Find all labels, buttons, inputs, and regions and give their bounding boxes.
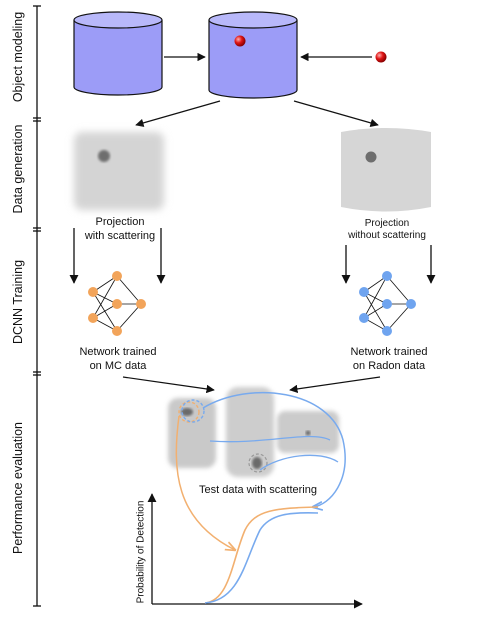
mc-network-label-line2: on MC data: [89, 360, 147, 372]
phantom-with-lesion-cylinder: [208, 11, 298, 99]
radon-network-label-line1: Network trained: [350, 346, 428, 358]
radon-flow-link: [209, 435, 331, 443]
detection-plot: [147, 493, 363, 609]
test-data-label: Test data with scattering: [198, 484, 317, 496]
radon-network-label-line2: on Radon data: [352, 360, 426, 372]
stage-label-dcnn-training: DCNN Training: [11, 259, 25, 345]
radon-result-flow: [202, 391, 346, 507]
radon-projection-label: Projection without scattering: [328, 218, 446, 242]
to-mc-arrow: [135, 100, 221, 127]
radon-flow-link: [259, 454, 339, 471]
stage-label-object-modeling: Object modeling: [11, 11, 25, 103]
lesion-sphere: [234, 35, 246, 47]
radon-network-label: Network trained on Radon data: [326, 345, 452, 373]
mc-neural-network: [88, 271, 146, 336]
radon-projection-label-line1: Projection: [364, 218, 410, 229]
radon-projection-image: [341, 128, 431, 212]
stage-label-data-generation: Data generation: [11, 124, 25, 214]
mc-projection-label: Projection with scattering: [60, 215, 180, 243]
radon-projection-label-line2: without scattering: [348, 230, 426, 241]
test-data-images: [168, 387, 339, 477]
radon-neural-network: [359, 271, 416, 336]
to-radon-arrow: [293, 100, 379, 127]
mc-projection-label-line2: with scattering: [84, 230, 156, 242]
radon-detection-curve: [204, 511, 319, 604]
plot-ylabel: Probability of Detection: [135, 500, 147, 604]
mc-network-label: Network trained on MC data: [55, 345, 181, 373]
mc-result-flow: [175, 415, 235, 550]
mc-projection-label-line1: Projection: [95, 216, 145, 228]
mc-projection-image: [74, 132, 164, 210]
mc-eval-arrow: [122, 376, 215, 394]
mc-detection-curve: [204, 506, 319, 604]
mc-network-label-line1: Network trained: [79, 346, 157, 358]
lesion-sphere: [375, 51, 387, 63]
stage-label-performance-evaluation: Performance evaluation: [11, 421, 25, 555]
phantom-cylinder: [73, 11, 163, 96]
radon-eval-arrow: [289, 376, 381, 394]
stage-axis: [33, 5, 41, 607]
